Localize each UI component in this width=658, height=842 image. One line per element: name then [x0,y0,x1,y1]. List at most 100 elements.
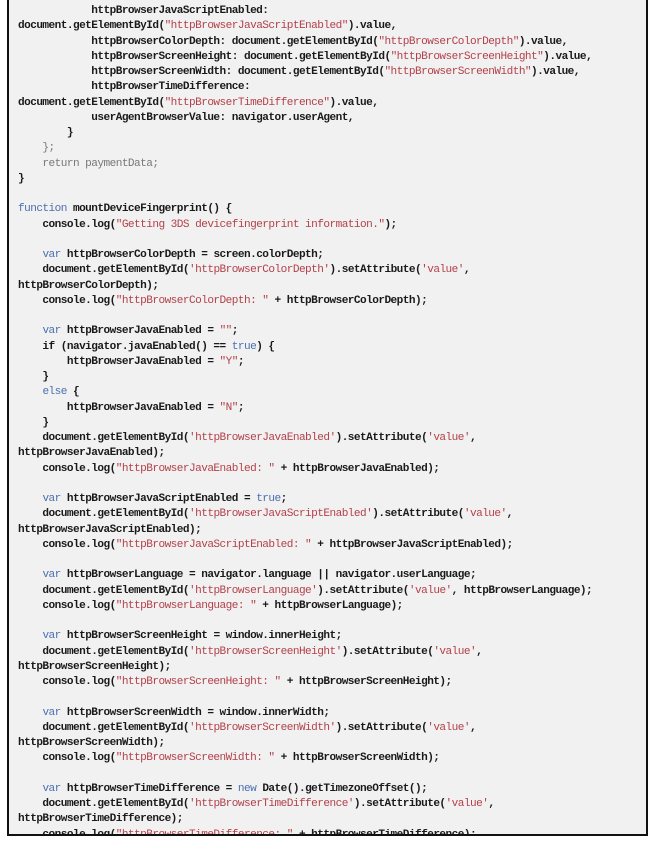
code-text: httpBrowserTimeDifference = [60,782,238,795]
code-string: "N" [219,401,239,414]
code-text: httpBrowserJavaScriptEnabled); [18,523,202,536]
code-text: , [469,721,477,734]
code-text: ).setAttribute( [335,721,428,734]
code-text: Date().getTimezoneOffset(); [256,782,428,795]
code-line: userAgentBrowserValue: navigator.userAge… [18,111,646,126]
code-text: console.log( [18,676,116,688]
code-line: var httpBrowserTimeDifference = new Date… [18,782,646,797]
code-text: httpBrowserColorDepth = screen.colorDept… [60,249,324,261]
code-string: "Y" [219,355,239,368]
code-text: , [469,432,477,444]
code-text: console.log( [18,752,116,765]
code-line [18,309,646,324]
code-line: var httpBrowserJavaScriptEnabled = true; [18,492,646,507]
code-string: 'value' [427,721,470,734]
code-text: httpBrowserScreenWidth); [18,737,165,749]
code-text: httpBrowserColorDepth); [18,279,159,292]
code-line: function mountDeviceFingerprint() { [18,202,646,217]
code-text: , httpBrowserLanguage); [451,584,593,597]
code-text: , [506,508,514,521]
code-line: httpBrowserTimeDifference); [18,812,646,827]
code-keyword: var [42,493,61,505]
code-text: console.log( [18,828,116,836]
code-string: 'value' [433,645,477,658]
code-text: document.getElementById( [18,798,190,810]
code-text: ; [231,325,239,338]
code-string: "httpBrowserColorDepth: " [115,294,269,307]
code-text: ).value, [518,35,568,48]
code-text [18,630,42,642]
code-text: , [463,264,471,277]
code-block: httpBrowserJavaScriptEnabled:document.ge… [9,0,646,836]
code-line: document.getElementById('httpBrowserScre… [18,645,646,660]
code-text: document.getElementById( [18,721,190,734]
code-text: userAgentBrowserValue: navigator.userAge… [18,111,354,124]
code-line: document.getElementById('httpBrowserColo… [18,263,646,278]
code-text: httpBrowserScreenHeight: document.getEle… [18,50,391,63]
code-text: + httpBrowserColorDepth); [268,294,428,307]
code-string: 'httpBrowserScreenHeight' [189,645,342,658]
code-text: httpBrowserTimeDifference: [18,81,251,94]
code-string: "httpBrowserColorDepth" [378,35,519,48]
code-string: 'value' [463,508,507,521]
code-line [18,767,646,782]
code-string: "httpBrowserLanguage: " [115,599,257,612]
code-line: console.log("httpBrowserScreenHeight: " … [18,675,646,690]
code-keyword: true [256,493,281,505]
code-line: httpBrowserJavaScriptEnabled: [18,4,646,19]
code-text: httpBrowserScreenHeight = window.innerHe… [60,630,342,643]
code-text: } [18,416,49,429]
code-text [18,707,42,719]
code-line: console.log("httpBrowserJavaEnabled: " +… [18,462,646,477]
code-keyword: new [237,782,257,795]
code-keyword: var [42,569,61,582]
code-string: 'value' [408,584,452,597]
code-line: console.log("httpBrowserScreenWidth: " +… [18,751,646,766]
code-string: "httpBrowserScreenWidth" [384,66,532,78]
code-text: ).setAttribute( [372,508,464,521]
code-line [18,553,646,568]
code-line: httpBrowserJavaEnabled = "N"; [18,401,646,416]
code-line: httpBrowserScreenHeight); [18,660,646,675]
code-text [18,386,42,398]
code-text [18,249,42,261]
code-string: 'httpBrowserJavaEnabled' [189,432,336,444]
code-line: var httpBrowserScreenHeight = window.inn… [18,629,646,644]
code-string: "httpBrowserTimeDifference: " [115,828,294,836]
code-listing-box: httpBrowserJavaScriptEnabled:document.ge… [7,0,648,836]
code-line: var httpBrowserColorDepth = screen.color… [18,248,646,263]
code-text [18,325,42,337]
code-keyword: var [42,249,61,261]
code-text: document.getElementById( [18,432,190,444]
code-string: "httpBrowserJavaEnabled: " [115,462,275,475]
code-line: httpBrowserTimeDifference: [18,80,646,95]
code-line: document.getElementById('httpBrowserScre… [18,721,646,736]
code-line: console.log("httpBrowserLanguage: " + ht… [18,599,646,614]
code-text: ; [237,401,245,414]
code-keyword: var [42,706,61,719]
code-string: 'httpBrowserTimeDifference' [189,798,354,810]
code-text: document.getElementById( [18,264,190,277]
code-text: ).value, [531,66,580,78]
code-keyword: else [42,386,67,399]
code-line: var httpBrowserScreenWidth = window.inne… [18,706,646,721]
code-line: return paymentData; [18,157,646,172]
code-text: httpBrowserLanguage = navigator.language… [60,569,477,582]
code-text: } [18,127,74,139]
code-keyword: true [231,340,257,353]
code-line: } [18,126,646,141]
code-text: httpBrowserJavaEnabled = [60,325,220,338]
code-line: httpBrowserScreenWidth: document.getElem… [18,65,646,80]
code-text: ).value, [347,20,397,33]
code-text: ; [237,355,245,368]
code-line: document.getElementById("httpBrowserJava… [18,19,646,34]
code-line: httpBrowserColorDepth); [18,279,646,294]
code-text: + httpBrowserLanguage); [256,599,403,612]
code-string: "httpBrowserJavaScriptEnabled: " [115,538,312,551]
code-line: console.log("httpBrowserTimeDifference: … [18,828,646,836]
code-text: + httpBrowserJavaEnabled); [274,462,440,475]
code-comment: return paymentData; [18,157,159,170]
code-text: mountDeviceFingerprint() { [66,203,232,216]
code-string: 'httpBrowserJavaScriptEnabled' [189,508,373,521]
code-text: ).value, [329,96,379,109]
